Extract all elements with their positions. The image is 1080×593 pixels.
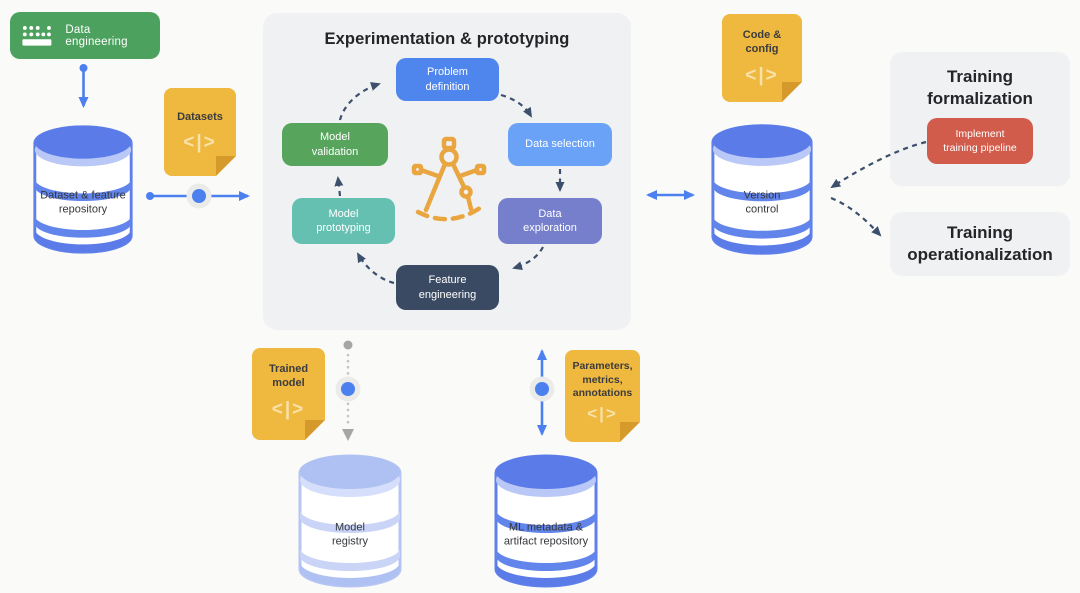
database-icon: [298, 454, 402, 588]
dataset-feature-repository-label: Dataset & feature repository: [40, 189, 126, 217]
step-data-exploration: Data exploration: [498, 198, 602, 244]
training-formalization-panel: Training formalization Implement trainin…: [890, 52, 1070, 186]
training-formalization-title: Training formalization: [927, 67, 1033, 109]
code-icon: <|>: [183, 132, 217, 154]
step-feature-engineering: Feature engineering: [396, 265, 499, 310]
step-model-prototyping: Model prototyping: [292, 198, 395, 244]
code-config-doc: Code & config <|>: [722, 14, 802, 102]
parameters-doc-label: Parameters, metrics, annotations: [572, 360, 633, 400]
version-control-label: Version control: [743, 189, 781, 217]
database-icon: [33, 125, 133, 254]
dataset-feature-repository-db: Dataset & feature repository: [30, 121, 136, 258]
model-registry-label: Model registry: [331, 521, 369, 548]
trained-model-doc: Trained model <|>: [252, 348, 325, 440]
experimentation-panel: Experimentation & prototyping Problem de…: [263, 13, 631, 330]
code-icon: <|>: [587, 403, 618, 423]
arrow-trained-model-to-registry: [335, 340, 361, 441]
parameters-doc: Parameters, metrics, annotations <|>: [565, 350, 640, 442]
step-data-selection: Data selection: [508, 123, 612, 166]
ml-metadata-repository-label: ML metadata & artifact repository: [503, 521, 589, 548]
drafting-compass-icon: [411, 136, 487, 222]
datasets-doc: Datasets <|>: [164, 88, 236, 176]
datasets-doc-label: Datasets: [177, 111, 223, 123]
data-engineering-label: Data engineering: [65, 23, 128, 48]
data-engineering-icon: [22, 25, 52, 46]
database-icon: [494, 454, 598, 588]
data-engineering-badge: Data engineering: [10, 12, 160, 59]
database-icon: [711, 124, 813, 255]
step-model-validation: Model validation: [282, 123, 388, 166]
code-icon: <|>: [271, 398, 306, 420]
arrow-dataeng-to-repo: [78, 64, 89, 108]
training-operationalization-title: Training operationalization: [907, 222, 1053, 264]
arrow-version-control-to-operationalization: [830, 196, 882, 237]
ml-metadata-repository-db: ML metadata & artifact repository: [491, 452, 601, 590]
arrow-experimentation-ml-metadata: [529, 349, 555, 436]
trained-model-doc-label: Trained model: [268, 363, 309, 390]
implement-training-pipeline-button: Implement training pipeline: [927, 118, 1033, 164]
version-control-db: Version control: [708, 121, 816, 258]
step-problem-definition: Problem definition: [396, 58, 499, 101]
code-icon: <|>: [745, 64, 779, 86]
training-operationalization-panel: Training operationalization: [890, 212, 1070, 276]
model-registry-db: Model registry: [295, 452, 405, 590]
experimentation-title: Experimentation & prototyping: [324, 30, 570, 48]
code-config-doc-label: Code & config: [742, 29, 782, 56]
arrow-repo-to-experimentation: [146, 183, 250, 209]
